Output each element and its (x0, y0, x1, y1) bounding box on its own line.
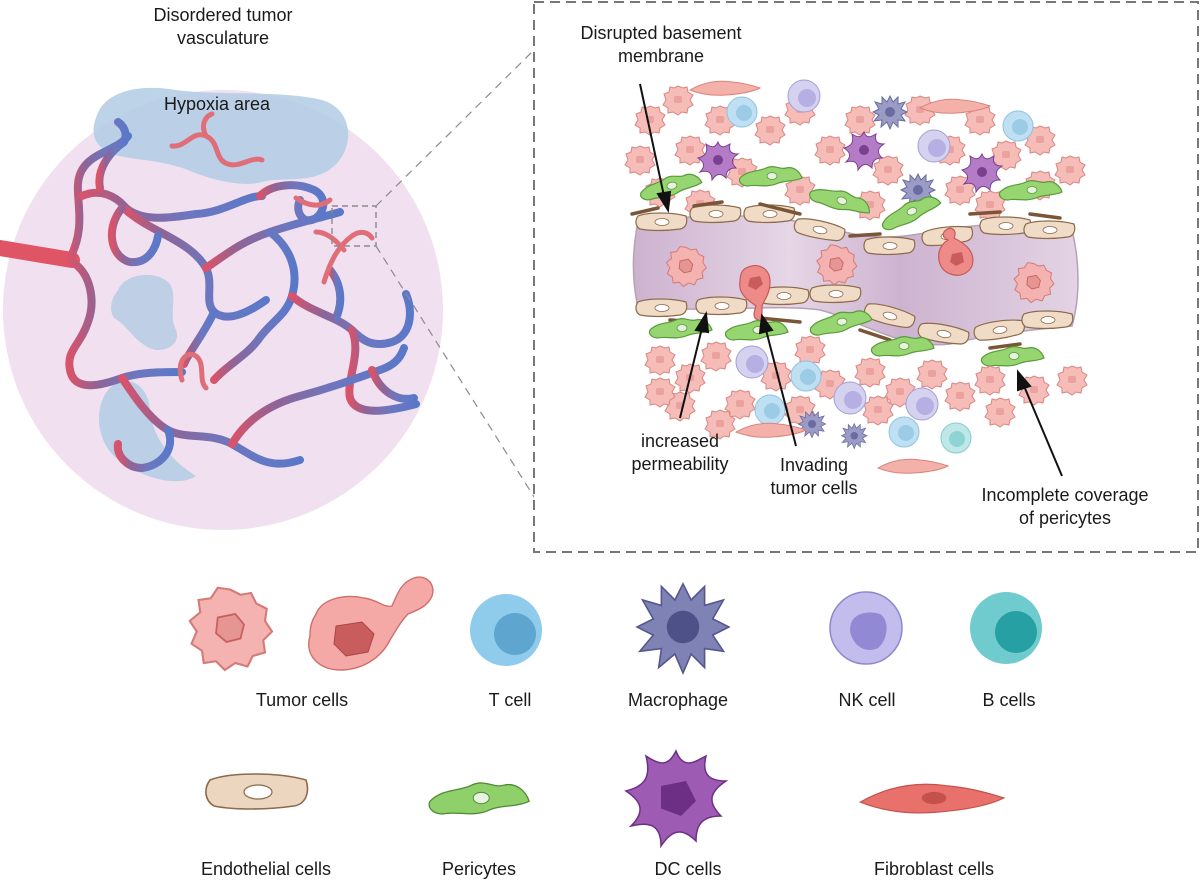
annotation-arrows (639, 83, 1063, 477)
hypoxia-label: Hypoxia area (163, 94, 271, 114)
basement-membrane-label: Disrupted basement membrane (580, 23, 742, 66)
overview-region (0, 47, 537, 530)
legend-nk-cell-icon (829, 591, 903, 665)
legend-pericytes-label: Pericytes (441, 859, 517, 879)
legend-nk-cell-label: NK cell (838, 690, 896, 710)
invading-cells-label: Invading tumor cells (770, 455, 858, 498)
tumor-vessel-network (0, 111, 420, 472)
legend-tumor-cell-icon (188, 576, 434, 672)
hypoxia-region-mid (111, 274, 178, 351)
zoom-panel (533, 1, 1199, 553)
legend-macrophage-icon (635, 581, 731, 675)
legend-t-cell-icon (470, 594, 542, 666)
legend-b-cells-label: B cells (982, 690, 1036, 710)
zoom-guide-top (375, 47, 537, 207)
pericyte-coverage-label: Incomplete coverage of pericytes (981, 485, 1149, 528)
extravasating-tumor-cell (938, 227, 974, 276)
legend-b-cells-icon (970, 592, 1042, 664)
legend-fibroblast-label: Fibroblast cells (873, 859, 995, 879)
legend-pericyte-icon (428, 782, 530, 815)
legend-fibroblast-icon (858, 783, 1006, 814)
blood-vessel-section (630, 200, 1079, 350)
legend (188, 576, 1042, 849)
legend-endothelial-icon (205, 773, 309, 810)
legend-endothelial-label: Endothelial cells (200, 859, 332, 879)
legend-macrophage-label: Macrophage (627, 690, 729, 710)
hypoxia-region-top (93, 87, 349, 184)
zoom-region-marker (331, 205, 377, 247)
legend-dc-cells-label: DC cells (654, 859, 722, 879)
legend-t-cell-label: T cell (488, 690, 532, 710)
legend-tumor-cells-label: Tumor cells (255, 690, 349, 710)
legend-dc-cell-icon (624, 749, 729, 849)
overview-title: Disordered tumor vasculature (153, 5, 293, 48)
permeability-label: increased permeability (631, 431, 729, 474)
invading-tumor-cell (739, 265, 771, 322)
